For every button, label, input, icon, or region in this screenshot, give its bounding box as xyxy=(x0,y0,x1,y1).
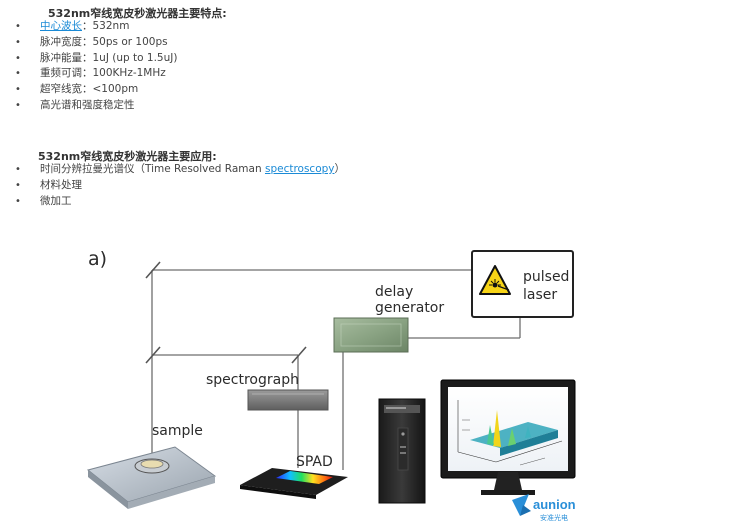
delay-generator: delay generator xyxy=(333,284,444,353)
item-value: ：532nm xyxy=(82,20,130,32)
bullet: • xyxy=(15,52,21,64)
bullet: • xyxy=(15,68,21,80)
panel-label: a) xyxy=(88,248,107,270)
bullet: • xyxy=(15,179,21,191)
laser-label-2: laser xyxy=(523,287,557,303)
item-suffix: ） xyxy=(334,163,346,175)
mirrors xyxy=(145,261,307,364)
sample-label: sample xyxy=(152,423,203,439)
logo-mark-icon xyxy=(512,494,529,516)
applications-list: • 时间分辨拉曼光谱仪（Time Resolved Raman spectrosc… xyxy=(0,162,345,209)
logo-subtext: 安准光电 xyxy=(540,513,568,522)
item-label: 高光谱和强度稳定性 xyxy=(40,98,135,111)
pulsed-laser: pulsed laser xyxy=(471,250,574,318)
list-item: • 重频可调：100KHz-1MHz xyxy=(0,66,177,82)
mirror-mid-left xyxy=(145,346,161,364)
monitor xyxy=(440,379,576,495)
spad-detector: SPAD xyxy=(240,454,348,499)
sample: sample xyxy=(86,423,217,509)
beam-paths xyxy=(151,269,521,470)
bullet: • xyxy=(15,84,21,96)
spad-label: SPAD xyxy=(296,454,333,470)
applications-heading: 532nm窄线宽皮秒激光器主要应用: xyxy=(38,150,217,163)
features-list: • 中心波长：532nm • 脉冲宽度：50ps or 100ps • 脉冲能量：1u… xyxy=(0,19,177,114)
bullet: • xyxy=(15,36,21,48)
logo-text: aunion xyxy=(533,497,576,512)
spectroscopy-link[interactable]: spectroscopy xyxy=(264,163,335,175)
bullet: • xyxy=(15,99,21,111)
item-text: 微加工 xyxy=(40,194,72,207)
item-value: 100KHz-1MHz xyxy=(92,67,166,80)
bullet: • xyxy=(15,164,21,175)
list-item: • 微加工 xyxy=(0,194,345,210)
item-label: 超窄线宽： xyxy=(40,83,93,96)
item-text: 材料处理 xyxy=(40,178,82,191)
mirror-mid-right xyxy=(291,346,307,364)
spectrograph-label: spectrograph xyxy=(206,372,299,388)
list-item: • 超窄线宽：<100pm xyxy=(0,82,177,98)
item-label: 脉冲能量： xyxy=(40,51,93,64)
computer-tower xyxy=(378,398,426,504)
item-label: 重频可调： xyxy=(40,67,93,80)
item-value: 50ps or 100ps xyxy=(92,35,168,48)
spectrograph: spectrograph xyxy=(206,372,329,411)
list-item: • 中心波长：532nm xyxy=(0,19,177,35)
list-item: • 脉冲宽度：50ps or 100ps xyxy=(0,35,177,51)
delay-label-1: delay xyxy=(375,284,413,300)
item-label: 脉冲宽度： xyxy=(40,35,93,48)
delay-label-2: generator xyxy=(375,300,444,316)
laser-label-1: pulsed xyxy=(523,269,569,285)
spectrum-plot xyxy=(457,400,563,466)
bullet: • xyxy=(15,195,21,207)
list-item: • 时间分辨拉曼光谱仪（Time Resolved Raman spectrosc… xyxy=(0,162,345,178)
features-heading: 532nm窄线宽皮秒激光器主要特点: xyxy=(48,7,227,20)
aunion-logo: aunion 安准光电 xyxy=(512,494,576,522)
item-value: 1uJ (up to 1.5uJ) xyxy=(92,51,178,64)
center-wavelength-link[interactable]: 中心波长 xyxy=(40,20,82,32)
bullet: • xyxy=(15,21,21,32)
list-item: • 脉冲能量：1uJ (up to 1.5uJ) xyxy=(0,51,177,67)
list-item: • 材料处理 xyxy=(0,178,345,194)
item-text: 时间分辨拉曼光谱仪（Time Resolved Raman xyxy=(40,163,265,175)
list-item: • 高光谱和强度稳定性 xyxy=(0,98,177,114)
item-value: <100pm xyxy=(92,83,139,96)
mirror-top-left xyxy=(145,261,161,279)
